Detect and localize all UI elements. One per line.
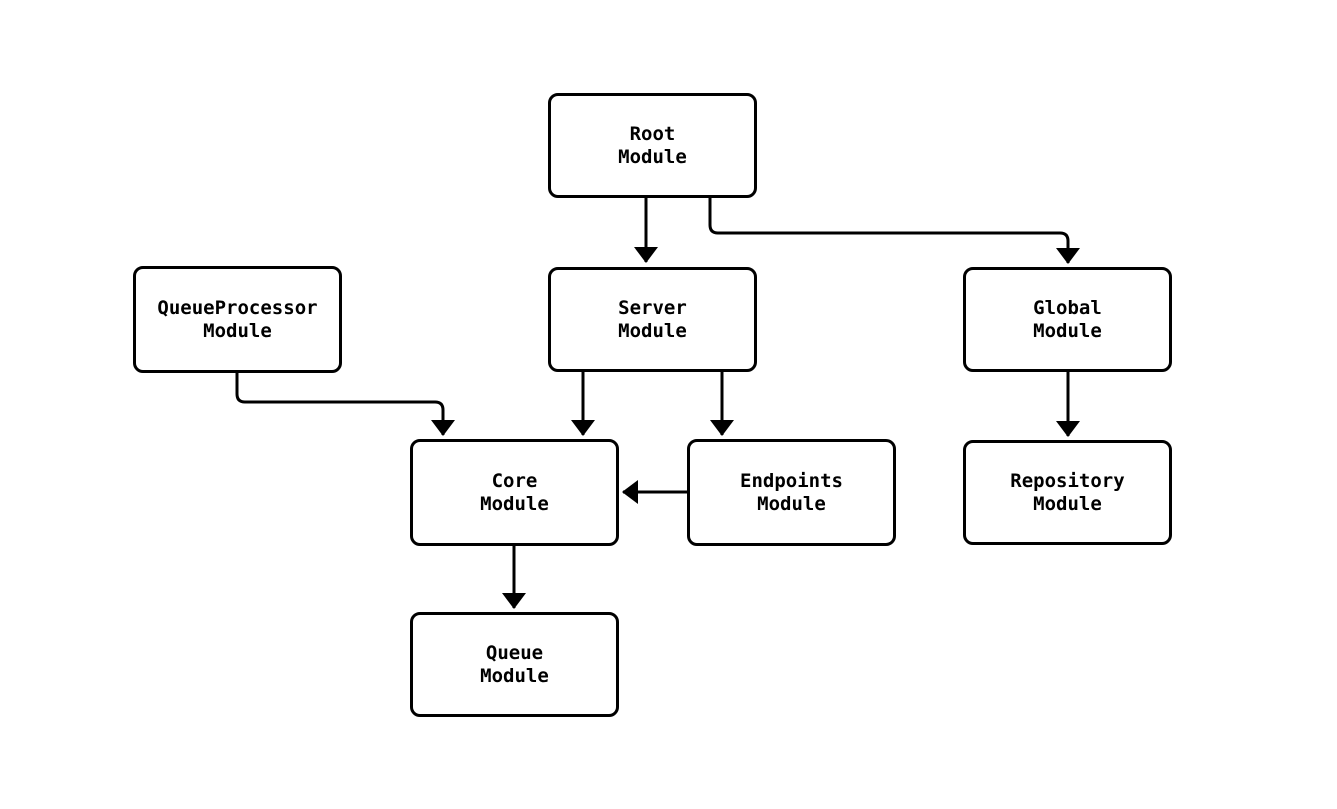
node-label-line: Module (203, 319, 272, 342)
node-label-line: Root (629, 122, 676, 145)
node-global-module: Global Module (963, 267, 1172, 372)
node-label-line: Module (480, 492, 549, 515)
node-label-line: Module (1033, 492, 1102, 515)
node-root-module: Root Module (548, 93, 757, 198)
node-core-module: Core Module (410, 439, 619, 546)
edge-root-to-global-arrow (708, 198, 1080, 264)
node-queueprocessor-module: QueueProcessor Module (133, 266, 342, 373)
node-label-line: Module (618, 145, 687, 168)
node-label-line: Module (618, 319, 687, 342)
node-repository-module: Repository Module (963, 440, 1172, 545)
node-server-module: Server Module (548, 267, 757, 372)
node-label-line: Core (491, 469, 538, 492)
node-label-line: QueueProcessor (157, 296, 318, 319)
node-label-line: Endpoints (740, 469, 843, 492)
node-label-line: Global (1033, 296, 1102, 319)
node-label-line: Repository (1010, 469, 1125, 492)
node-queue-module: Queue Module (410, 612, 619, 717)
node-label-line: Server (618, 296, 687, 319)
node-label-line: Queue (485, 641, 544, 664)
node-label-line: Module (1033, 319, 1102, 342)
edge-queueprocessor-to-core-arrow (235, 373, 455, 436)
node-label-line: Module (757, 492, 826, 515)
node-endpoints-module: Endpoints Module (687, 439, 896, 546)
node-label-line: Module (480, 664, 549, 687)
